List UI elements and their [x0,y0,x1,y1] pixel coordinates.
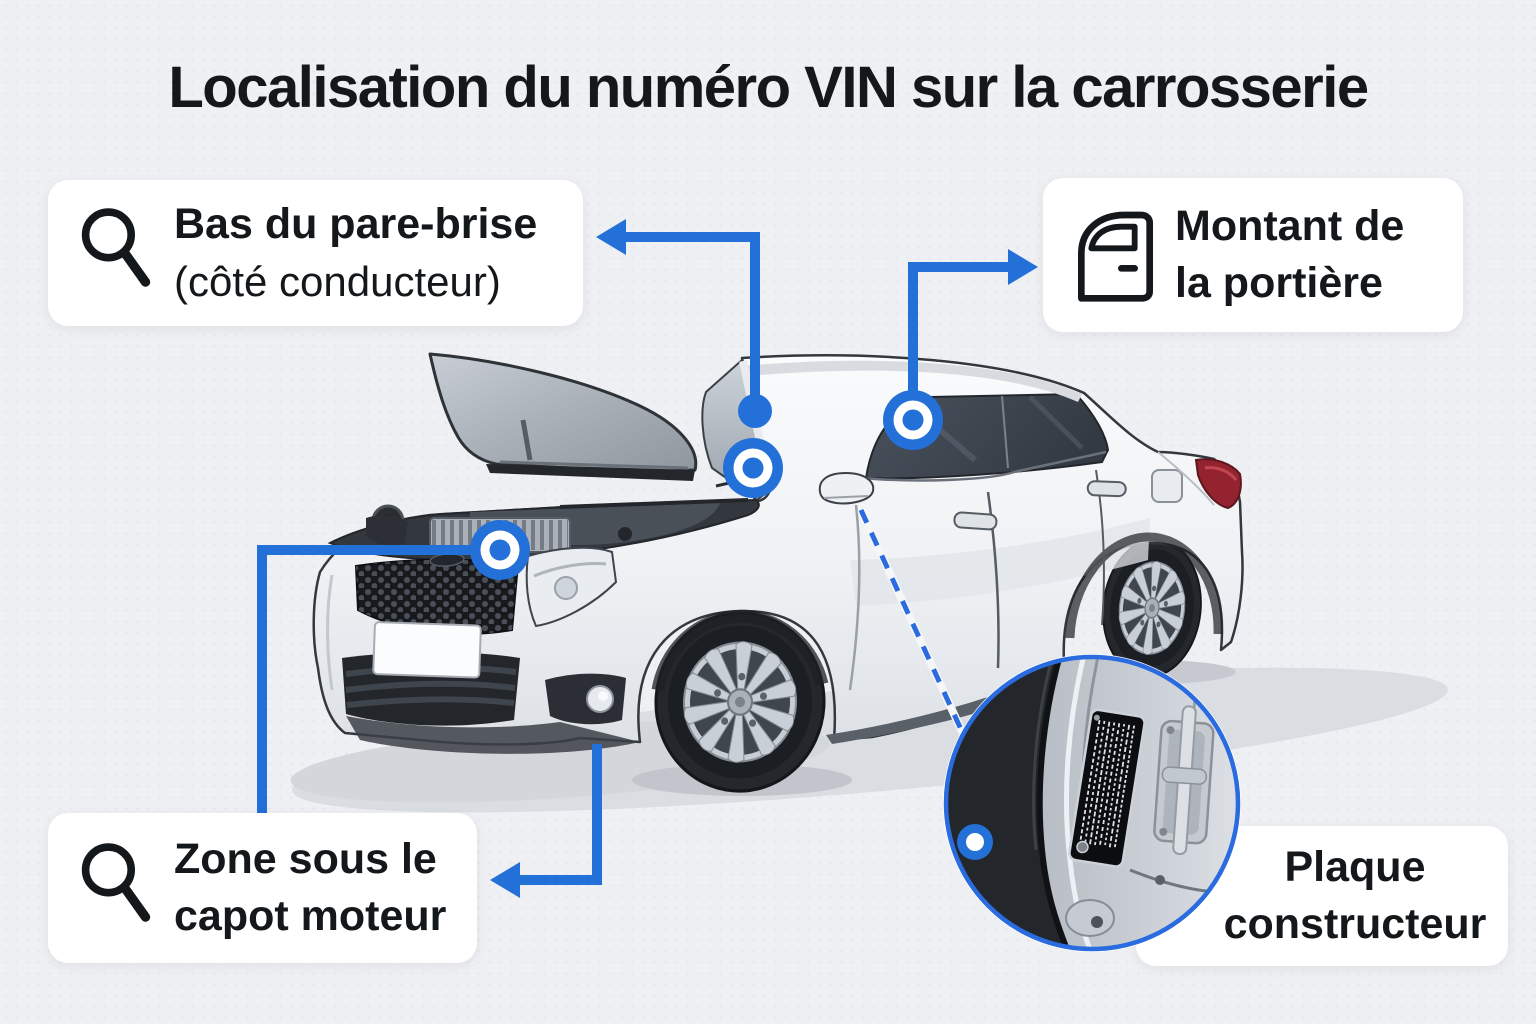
front-door-seam [986,491,1000,669]
tail-light [1194,458,1242,510]
magnifier-ring [943,654,1241,952]
right-headlight [525,546,618,628]
door-stop [1065,899,1115,937]
callout-line: (côté conducteur) [174,258,501,305]
arrow-left-icon [596,219,626,255]
vin-plate [1068,708,1146,868]
open-hood [428,352,698,481]
marker-manufacturer-plate [957,824,993,860]
fender-door-seam [848,504,861,691]
connector-windshield [626,232,760,420]
side-mirror [818,471,875,505]
callout-manufacturer-plate-text: Plaque constructeur [1224,839,1487,953]
license-plate [372,621,482,679]
side-details [818,450,1242,691]
rear-arch-shadow [1065,532,1223,639]
callout-line: Zone sous le [174,835,437,883]
dashed-leader-line [857,508,968,738]
callout-under-hood-text: Zone sous le capot moteur [174,831,446,945]
fog-light [545,673,626,725]
rocker-shadow [826,672,1058,744]
belt-line [861,450,1107,482]
door-latch [1153,705,1215,856]
page-title: Localisation du numéro VIN sur la carros… [168,55,1369,120]
magnifier-inset [943,654,1241,952]
magnifier-icon [81,843,151,922]
connector-door-pillar [908,262,1008,428]
under-bumper-shadow [346,716,640,754]
magnifier-icon [81,208,151,287]
connector-lines [257,232,1008,885]
connector-bumper [520,744,602,885]
callout-line: Plaque [1284,843,1426,891]
arrow-left-icon [490,862,520,898]
door-shading [850,518,1150,606]
callout-door-pillar-text: Montant de la portière [1175,198,1404,312]
callout-under-hood: Zone sous le capot moteur [48,813,477,963]
callout-line: la portière [1175,259,1383,307]
callout-line: constructeur [1223,900,1487,948]
callout-line: capot moteur [174,892,447,940]
callout-windshield: Bas du pare-brise (côté conducteur) [48,180,583,326]
callout-windshield-text: Bas du pare-brise (côté conducteur) [174,196,537,310]
trunk-seam [1157,451,1215,506]
arrow-right-icon [1008,249,1038,285]
roof-shading [742,360,1082,402]
rear-door-handle [1086,480,1127,498]
front-arch-shadow [651,609,829,692]
location-markers [470,390,943,580]
callout-door-pillar: Montant de la portière [1043,178,1463,332]
arrowheads [490,219,1038,898]
hood-prop-rod [520,419,533,461]
connector-under-hood [257,545,500,815]
marker-under-hood [470,520,530,580]
marker-door-pillar [883,390,943,450]
fuel-door [1151,469,1183,503]
front-door-handle [953,511,998,531]
left-headlight [366,515,408,546]
line-end-dot [738,394,772,428]
car-door-icon [1078,211,1153,302]
hood-rim [486,464,695,481]
callout-line: Bas du pare-brise [174,200,538,248]
callout-line: Montant de [1175,202,1405,250]
marker-windshield [723,438,783,498]
